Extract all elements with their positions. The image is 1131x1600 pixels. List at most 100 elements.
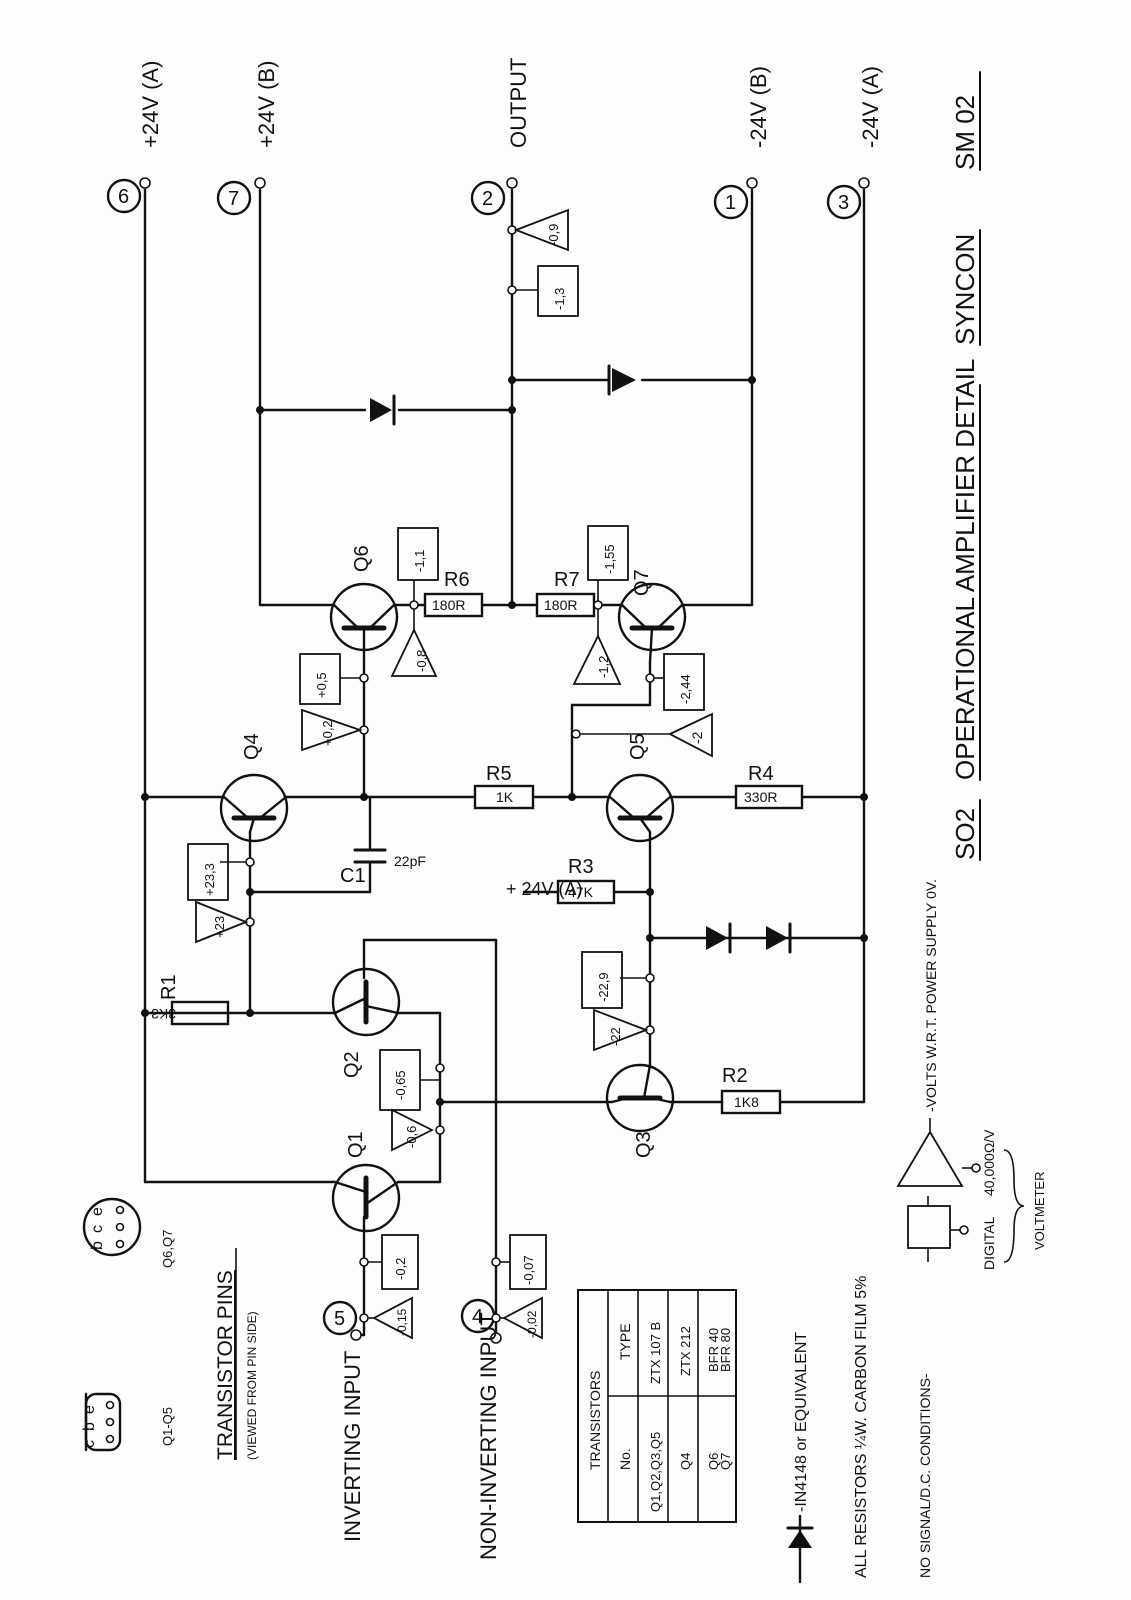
drawing-title: OPERATIONAL AMPLIFIER DETAIL [950,359,980,780]
transistor-q4: Q4 [219,733,289,843]
pin-b-1: b [81,1422,98,1431]
resistor-r1: 3K3 R1 [151,974,230,1026]
title-block: SO2 OPERATIONAL AMPLIFIER DETAIL SYNCON … [950,71,981,861]
r7-ref: R7 [554,569,580,591]
drawing-code: SO2 [950,808,980,860]
terminal-4-label: NON-INVERTING INPUT [476,1312,501,1560]
q1-base-box: -0,2 [393,1258,408,1280]
q1-base-tri: -0,15 [395,1308,409,1336]
terminal-2-label: OUTPUT [506,58,531,148]
terminal-5-number: 5 [334,1308,345,1330]
resistor-r2: 1K8 R2 [720,1065,782,1115]
label-q6: Q6 [351,545,373,572]
q7-base-box: -2,44 [678,674,693,704]
table-row4-type: BFR 80 [718,1328,733,1372]
r6-value: 180R [432,597,465,613]
label-q2: Q2 [341,1051,363,1078]
terminal-7-number: 7 [228,188,239,210]
c1-ref: C1 [340,865,366,887]
r2-value: 1K8 [734,1094,759,1110]
note-voltmeter: VOLTMETER [1032,1172,1047,1251]
r4-value: 330R [744,789,777,805]
triangle-symbol [896,1130,964,1187]
r2-ref: R2 [722,1065,748,1087]
resistor-r6: 180R R6 [423,569,484,618]
label-q1: Q1 [345,1131,367,1158]
drawing-sheet: SM 02 [950,95,980,170]
note-digital: DIGITAL [981,1216,997,1270]
q4-base-tri: +23 [212,916,227,938]
note-volts: -VOLTS W.R.T. POWER SUPPLY 0V. [923,879,939,1112]
q2-emitter-tri: -0,6 [404,1126,419,1148]
label-q5: Q5 [627,733,649,760]
pinout-q6-q7-icon [82,1197,142,1257]
notes: -IN4148 or EQUIVALENT ALL RESISTORS ¼W. … [786,879,1047,1584]
transistor-q2: Q2 [331,967,401,1078]
q6-base-tri: +0,2 [320,720,335,746]
table-row4-no: Q7 [718,1453,733,1470]
note-conditions: NO SIGNAL/D.C. CONDITIONS- [917,1373,933,1578]
resistor-r3: 47K R3 + 24V (A) [506,856,616,905]
transistor-q1: Q1 [331,1131,401,1233]
table-row3-type: BFR 40 [706,1328,721,1372]
q7-emitter-box: -1,55 [602,544,617,574]
pin-c-2: c [89,1225,106,1233]
r3-value: 47K [568,884,594,900]
q3-collector-box: -22,9 [596,972,611,1002]
output-box: -1,3 [552,288,567,310]
pin-b-2: b [89,1241,106,1250]
table-title: TRANSISTORS [587,1371,603,1470]
transistor-q6: Q6 [329,545,399,662]
output-tri: -0,9 [546,224,561,246]
terminal-1-label: -24V (B) [746,66,771,148]
pin-e-2: e [89,1207,106,1216]
transistor-table: TRANSISTORS No. TYPE Q1,Q2,Q3,Q5 ZTX 107… [577,1289,737,1523]
capacitor-c1: C1 22pF [340,848,426,887]
voltage-markers: -0,2 -0,15 -0,07 -0,02 -0,65 -0,6 +23,3 … [187,208,713,1340]
q7-emitter-tri: -1,2 [596,656,611,678]
q4-base-box: +23,3 [202,863,217,896]
r1-value: 3K3 [151,1006,176,1022]
pin-e-1: e [81,1405,98,1414]
r4-ref: R4 [748,763,774,785]
table-row1-type: ZTX 107 B [648,1322,663,1384]
terminal-3-number: 3 [838,192,849,214]
pin-group-1: Q1-Q5 [160,1407,175,1446]
wiring [143,188,866,1340]
terminal-1-number: 1 [725,192,736,214]
transistor-pins-diagram: e b c e c b Q1-Q5 Q6,Q7 TRANSISTOR PINS … [81,1197,259,1460]
q3-collector-tri: -22 [608,1027,623,1046]
table-row2-type: ZTX 212 [678,1326,693,1376]
box-symbol [907,1205,951,1249]
pin-group-2: Q6,Q7 [160,1230,175,1268]
table-row3-no: Q6 [706,1453,721,1470]
terminal-2-number: 2 [482,188,493,210]
transistor-q5: Q5 [605,733,675,843]
q2-emitter-box: -0,65 [393,1070,408,1100]
transistor-pins-subtitle: (VIEWED FROM PIN SIDE) [245,1311,259,1460]
pin-c-1: c [81,1440,98,1448]
drawing-system: SYNCON [950,234,980,345]
c1-value: 22pF [394,853,426,869]
terminal-7-label: +24V (B) [254,61,279,148]
r7-value: 180R [544,597,577,613]
r5-value: 1K [496,789,514,805]
transistor-q7: Q7 [617,569,687,664]
terminal-3-label: -24V (A) [858,66,883,148]
resistor-r7: 180R R7 [535,569,596,618]
label-q4: Q4 [241,733,263,760]
label-q7: Q7 [631,569,653,596]
q6-base-box: +0,5 [314,672,329,698]
r3-ref: R3 [568,856,594,878]
nin-box: -0,07 [521,1255,536,1285]
terminal-6-label: +24V (A) [138,61,163,148]
note-diode: -IN4148 or EQUIVALENT [793,1332,810,1512]
resistor-r4: 330R R4 [734,763,804,810]
resistor-r5: 1K R5 [473,763,535,810]
r3-supply-label: + 24V (A) [506,879,583,899]
terminals: 6 +24V (A) 7 +24V (B) 2 OUTPUT 1 -24V (B… [106,58,883,1560]
diodes [370,364,792,954]
junctions [141,376,868,1106]
